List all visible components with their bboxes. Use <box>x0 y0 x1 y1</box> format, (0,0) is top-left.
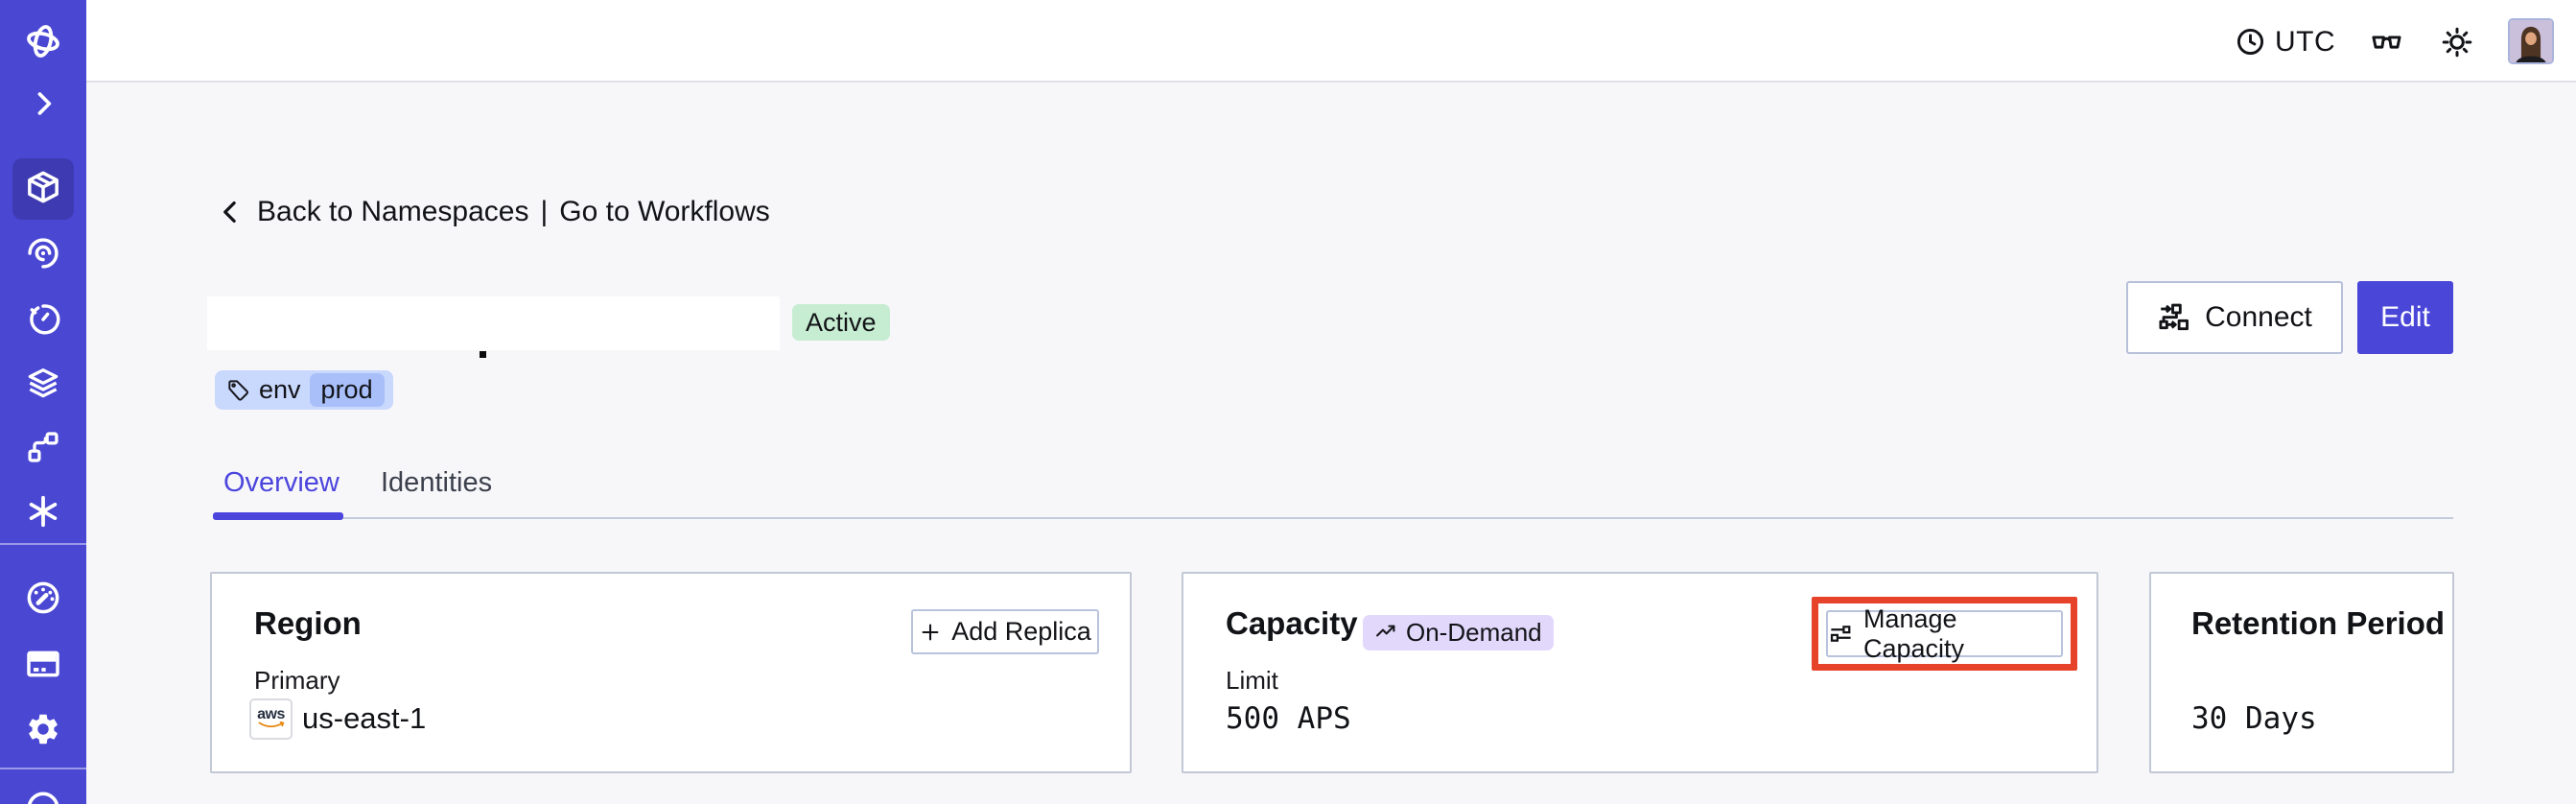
highlight-annotation: Manage Capacity <box>1812 597 2077 671</box>
plus-icon <box>919 621 942 644</box>
add-replica-button[interactable]: Add Replica <box>911 609 1099 654</box>
namespaces-cube-icon <box>24 168 62 211</box>
sidebar-item-batch-operations[interactable] <box>0 416 86 478</box>
capacity-card-title: Capacity <box>1226 605 1358 641</box>
tag-icon <box>226 378 250 402</box>
sidebar <box>0 0 86 804</box>
sidebar-item-settings[interactable] <box>0 698 86 760</box>
active-tab-indicator <box>213 512 343 520</box>
tabs-rule <box>213 517 2453 519</box>
status-badge: Active <box>792 304 890 341</box>
ondemand-badge: On-Demand <box>1363 615 1554 650</box>
timezone-label[interactable]: UTC <box>2275 26 2336 58</box>
sidebar-item-deployments[interactable] <box>0 352 86 414</box>
region-card: Region Add Replica Primary aws us-east-1 <box>210 572 1132 773</box>
connect-icon <box>2157 300 2191 335</box>
sidebar-item-schedules[interactable] <box>0 289 86 350</box>
trending-up-icon <box>1374 621 1398 645</box>
help-icon[interactable] <box>0 783 86 804</box>
edit-button-label: Edit <box>2380 301 2430 333</box>
expand-sidebar-icon[interactable] <box>0 73 86 134</box>
sidebar-item-usage[interactable] <box>0 567 86 628</box>
sidebar-divider <box>0 768 86 769</box>
breadcrumb-separator: | <box>540 196 549 227</box>
region-value: us-east-1 <box>302 701 427 735</box>
user-avatar[interactable] <box>2508 18 2554 64</box>
retention-value: 30 Days <box>2191 701 2317 736</box>
status-badge-label: Active <box>806 307 877 337</box>
tab-overview[interactable]: Overview <box>223 467 340 498</box>
namespace-title-redacted <box>207 296 780 350</box>
add-replica-label: Add Replica <box>951 617 1091 646</box>
tag-key: env <box>259 375 301 404</box>
tab-identities[interactable]: Identities <box>381 467 493 498</box>
glasses-icon[interactable] <box>2369 25 2404 60</box>
retention-card-title: Retention Period <box>2191 605 2446 641</box>
capacity-card: Capacity On-Demand <box>1182 572 2098 773</box>
redacted-text-artifact <box>480 351 486 358</box>
sidebar-item-workflows[interactable] <box>0 223 86 284</box>
light-mode-sun-icon[interactable] <box>2440 25 2474 59</box>
aws-provider-icon: aws <box>249 698 293 740</box>
aws-word: aws <box>257 706 285 722</box>
sidebar-item-namespaces[interactable] <box>12 158 74 220</box>
capacity-value: 500 APS <box>1226 701 1351 736</box>
clock-icon[interactable] <box>2235 26 2266 58</box>
sidebar-item-billing[interactable] <box>0 633 86 695</box>
chevron-left-icon[interactable] <box>217 198 246 226</box>
edit-button[interactable]: Edit <box>2357 281 2453 354</box>
topbar <box>86 0 2576 83</box>
sidebar-divider <box>0 543 86 545</box>
manage-capacity-label: Manage Capacity <box>1863 603 1965 663</box>
namespace-tag-chip: env prod <box>215 370 393 410</box>
manage-capacity-button[interactable]: Manage Capacity <box>1826 604 2063 663</box>
go-to-workflows-link[interactable]: Go to Workflows <box>559 196 770 227</box>
sidebar-item-nexus[interactable] <box>0 481 86 542</box>
capacity-limit-label: Limit <box>1226 666 1278 695</box>
region-card-title: Region <box>254 605 362 641</box>
breadcrumb: Back to Namespaces | Go to Workflows <box>217 196 770 228</box>
connect-button-label: Connect <box>2205 301 2312 333</box>
ondemand-badge-label: On-Demand <box>1406 618 1542 647</box>
temporal-logo-icon[interactable] <box>0 11 86 72</box>
back-to-namespaces-link[interactable]: Back to Namespaces <box>257 196 529 227</box>
sliders-icon <box>1828 621 1854 647</box>
retention-card: Retention Period 30 Days <box>2149 572 2454 773</box>
region-primary-label: Primary <box>254 666 340 695</box>
tag-value: prod <box>309 373 385 407</box>
connect-button[interactable]: Connect <box>2126 281 2343 354</box>
